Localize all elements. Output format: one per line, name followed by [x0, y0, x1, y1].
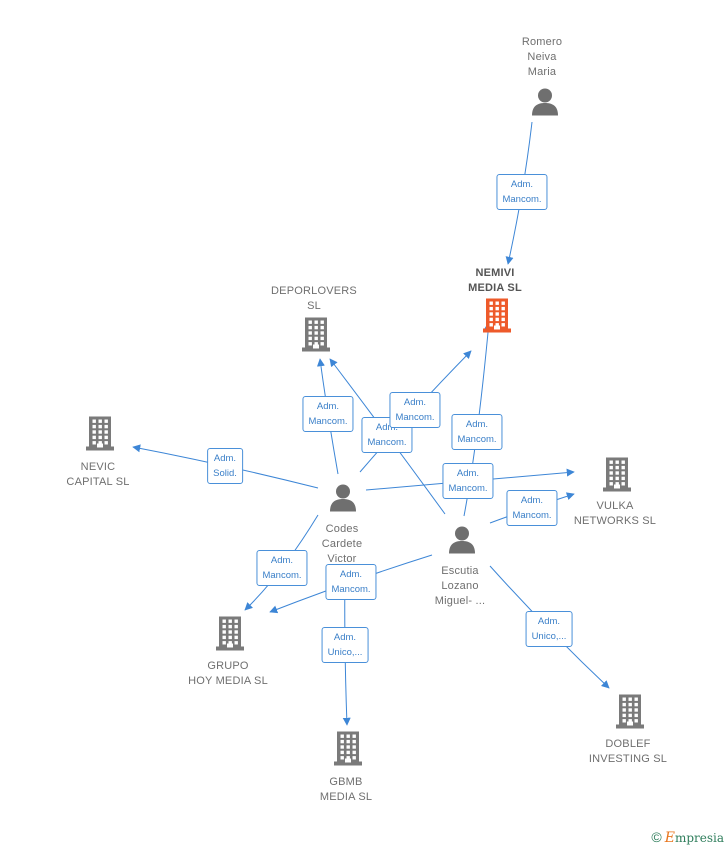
edge-label-romero-to-nemivi[interactable]: Adm. Mancom. — [496, 174, 548, 210]
edge-label-codes-to-gbmb[interactable]: Adm. Unico,... — [321, 627, 369, 663]
edge-label-codes-to-vulka[interactable]: Adm. Mancom. — [442, 463, 494, 499]
edge-label-escutia-to-doblef[interactable]: Adm. Unico,... — [525, 611, 573, 647]
edge-label-escutia-to-nemivi[interactable]: Adm. Mancom. — [451, 414, 503, 450]
building-icon-vulka[interactable] — [602, 457, 632, 498]
building-icon-nemivi[interactable] — [482, 298, 512, 339]
building-icon-doblef[interactable] — [615, 694, 645, 735]
brand-logo-initial: E — [664, 830, 675, 846]
node-label-codes[interactable]: Codes Cardete Victor — [321, 523, 363, 565]
node-label-nevic[interactable]: NEVIC CAPITAL SL — [66, 461, 130, 488]
edge-label-codes-to-nemivi[interactable]: Adm. Mancom. — [389, 392, 441, 428]
node-label-doblef[interactable]: DOBLEF INVESTING SL — [588, 738, 668, 765]
building-icon-gbmb[interactable] — [333, 731, 363, 772]
brand-logo-text: mpresia — [674, 831, 724, 845]
person-icon-codes[interactable] — [328, 483, 358, 518]
node-label-deporlovers[interactable]: DEPORLOVERS SL — [271, 285, 357, 312]
edge-label-escutia-to-vulka[interactable]: Adm. Mancom. — [506, 490, 558, 526]
node-label-vulka[interactable]: VULKA NETWORKS SL — [573, 500, 657, 527]
person-icon-romero[interactable] — [530, 87, 560, 122]
copyright-footer: ©Empresia — [651, 829, 724, 846]
edge-label-escutia-to-grupo[interactable]: Adm. Mancom. — [325, 564, 377, 600]
node-label-grupo[interactable]: GRUPO HOY MEDIA SL — [188, 660, 268, 687]
node-label-romero[interactable]: Romero Neiva Maria — [521, 36, 563, 78]
copyright-icon: © — [651, 829, 662, 845]
edge-label-codes-to-grupo[interactable]: Adm. Mancom. — [256, 550, 308, 586]
edge-label-codes-to-nevic[interactable]: Adm. Solid. — [207, 448, 243, 484]
person-icon-escutia[interactable] — [447, 525, 477, 560]
building-icon-grupo[interactable] — [215, 616, 245, 657]
building-icon-nevic[interactable] — [85, 416, 115, 457]
edge-label-codes-to-deporlovers[interactable]: Adm. Mancom. — [302, 396, 354, 432]
building-icon-deporlovers[interactable] — [301, 317, 331, 358]
node-label-nemivi[interactable]: NEMIVI MEDIA SL — [468, 267, 522, 294]
node-label-gbmb[interactable]: GBMB MEDIA SL — [319, 776, 373, 803]
node-label-escutia[interactable]: Escutia Lozano Miguel- ... — [434, 565, 486, 607]
